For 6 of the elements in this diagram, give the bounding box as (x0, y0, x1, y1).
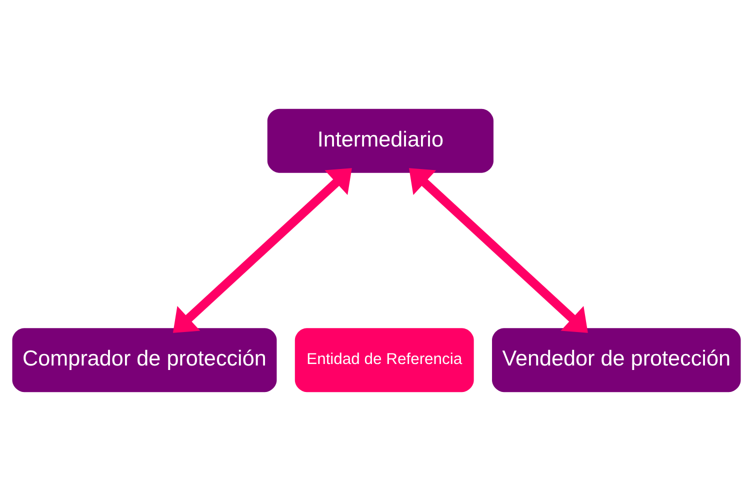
node-box: Intermediario (267, 108, 494, 172)
arrow (408, 168, 588, 332)
node-box: Entidad de Referencia (294, 328, 474, 392)
node-box: Comprador de protección (12, 328, 277, 392)
arrow (172, 168, 352, 332)
node-box: Vendedor de protección (492, 328, 741, 392)
